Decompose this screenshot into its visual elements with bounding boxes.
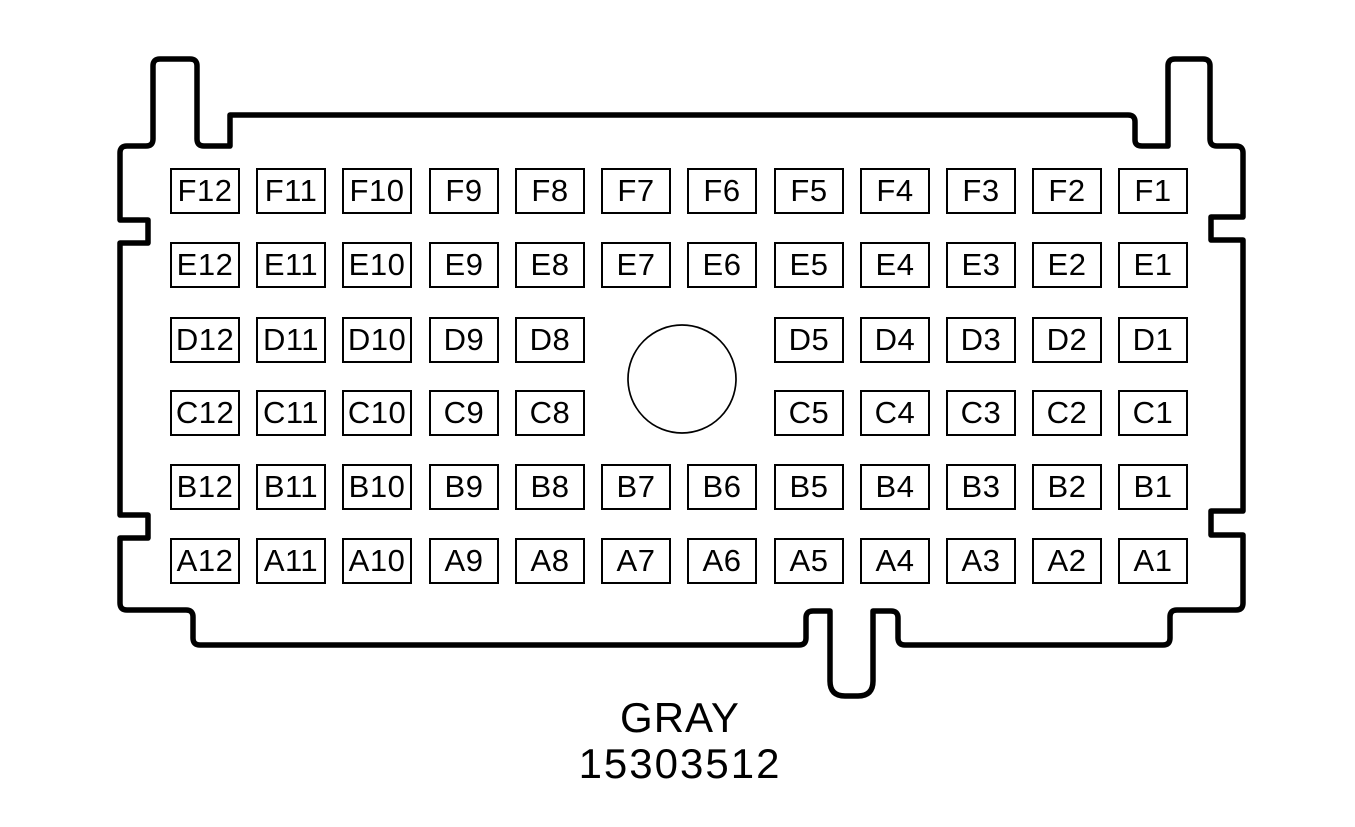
pin-d12: D12 bbox=[170, 317, 240, 363]
pin-f10: F10 bbox=[342, 168, 412, 214]
part-number-label: 15303512 bbox=[578, 740, 782, 787]
pin-b2: B2 bbox=[1032, 464, 1102, 510]
pin-f1: F1 bbox=[1118, 168, 1188, 214]
pin-a10: A10 bbox=[342, 538, 412, 584]
pin-e10: E10 bbox=[342, 242, 412, 288]
pin-a6: A6 bbox=[687, 538, 757, 584]
pin-e12: E12 bbox=[170, 242, 240, 288]
pin-e5: E5 bbox=[774, 242, 844, 288]
connector-color-label: GRAY bbox=[620, 694, 740, 741]
pin-b6: B6 bbox=[687, 464, 757, 510]
pin-d10: D10 bbox=[342, 317, 412, 363]
pin-f3: F3 bbox=[946, 168, 1016, 214]
pin-a1: A1 bbox=[1118, 538, 1188, 584]
pin-d8: D8 bbox=[515, 317, 585, 363]
pin-a7: A7 bbox=[601, 538, 671, 584]
pin-e9: E9 bbox=[429, 242, 499, 288]
pin-c9: C9 bbox=[429, 390, 499, 436]
pin-e11: E11 bbox=[256, 242, 326, 288]
pin-f11: F11 bbox=[256, 168, 326, 214]
keyway-circle bbox=[627, 324, 737, 434]
pin-c1: C1 bbox=[1118, 390, 1188, 436]
pin-b10: B10 bbox=[342, 464, 412, 510]
pin-e1: E1 bbox=[1118, 242, 1188, 288]
pin-c4: C4 bbox=[860, 390, 930, 436]
pin-a9: A9 bbox=[429, 538, 499, 584]
pin-a8: A8 bbox=[515, 538, 585, 584]
pin-b5: B5 bbox=[774, 464, 844, 510]
pin-b11: B11 bbox=[256, 464, 326, 510]
pin-a2: A2 bbox=[1032, 538, 1102, 584]
pin-b12: B12 bbox=[170, 464, 240, 510]
pin-c11: C11 bbox=[256, 390, 326, 436]
pin-d3: D3 bbox=[946, 317, 1016, 363]
pin-a12: A12 bbox=[170, 538, 240, 584]
pin-b1: B1 bbox=[1118, 464, 1188, 510]
pin-d11: D11 bbox=[256, 317, 326, 363]
pin-d5: D5 bbox=[774, 317, 844, 363]
pin-e7: E7 bbox=[601, 242, 671, 288]
pin-f7: F7 bbox=[601, 168, 671, 214]
pin-d2: D2 bbox=[1032, 317, 1102, 363]
pin-b4: B4 bbox=[860, 464, 930, 510]
pin-c3: C3 bbox=[946, 390, 1016, 436]
pin-b8: B8 bbox=[515, 464, 585, 510]
pin-a5: A5 bbox=[774, 538, 844, 584]
pin-e3: E3 bbox=[946, 242, 1016, 288]
pin-e4: E4 bbox=[860, 242, 930, 288]
pin-f6: F6 bbox=[687, 168, 757, 214]
pin-d4: D4 bbox=[860, 317, 930, 363]
pin-b7: B7 bbox=[601, 464, 671, 510]
pin-c8: C8 bbox=[515, 390, 585, 436]
pin-d9: D9 bbox=[429, 317, 499, 363]
pin-f12: F12 bbox=[170, 168, 240, 214]
pin-c12: C12 bbox=[170, 390, 240, 436]
pin-e6: E6 bbox=[687, 242, 757, 288]
pin-f8: F8 bbox=[515, 168, 585, 214]
pin-f4: F4 bbox=[860, 168, 930, 214]
pin-a11: A11 bbox=[256, 538, 326, 584]
pin-e2: E2 bbox=[1032, 242, 1102, 288]
pin-f2: F2 bbox=[1032, 168, 1102, 214]
pin-a3: A3 bbox=[946, 538, 1016, 584]
pin-b3: B3 bbox=[946, 464, 1016, 510]
pin-c5: C5 bbox=[774, 390, 844, 436]
pin-c10: C10 bbox=[342, 390, 412, 436]
pin-c2: C2 bbox=[1032, 390, 1102, 436]
pin-e8: E8 bbox=[515, 242, 585, 288]
pin-d1: D1 bbox=[1118, 317, 1188, 363]
pin-b9: B9 bbox=[429, 464, 499, 510]
pin-f9: F9 bbox=[429, 168, 499, 214]
pin-f5: F5 bbox=[774, 168, 844, 214]
pin-a4: A4 bbox=[860, 538, 930, 584]
